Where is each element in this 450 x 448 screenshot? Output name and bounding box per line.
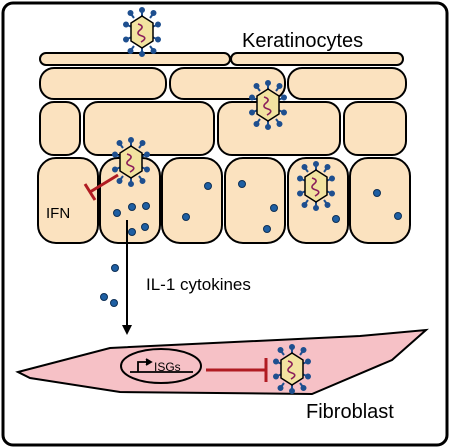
virus-fibroblast: [273, 344, 311, 394]
cytokine-dots-intracellular: [113, 180, 402, 236]
cell-basal-4: [224, 157, 286, 244]
ifn-label: IFN: [46, 205, 70, 222]
isgs-label: ISGs: [154, 360, 181, 374]
cell-layer3-2: [83, 101, 215, 156]
virus-basal-right: [297, 161, 335, 211]
cell-basal-6: [349, 157, 411, 244]
promoter-arrow-icon: [130, 358, 193, 373]
virus-layer3: [249, 80, 287, 130]
cell-basal-3: [161, 157, 223, 244]
fibroblast-cell: [15, 328, 429, 396]
keratinocyte-layers: [37, 52, 411, 244]
keratinocytes-label: Keratinocytes: [242, 30, 363, 52]
cell-layer3-1: [39, 101, 81, 156]
nucleus: [120, 348, 202, 384]
fibroblast-label: Fibroblast: [306, 401, 394, 423]
cell-layer3-4: [343, 101, 407, 156]
cell-basal-1: [37, 157, 99, 244]
cell-layer2-1: [39, 67, 167, 100]
cell-layer2-2: [169, 67, 286, 100]
cell-top-2: [230, 52, 404, 66]
cell-layer2-3: [287, 67, 407, 100]
cell-top-1: [39, 52, 231, 66]
ifn-inhibition: [83, 173, 119, 201]
il1-label: IL-1 cytokines: [146, 275, 251, 294]
virus-basal-infected: [112, 137, 150, 187]
cytokine-dots-secreted: [100, 264, 119, 307]
virus-top: [123, 7, 161, 57]
